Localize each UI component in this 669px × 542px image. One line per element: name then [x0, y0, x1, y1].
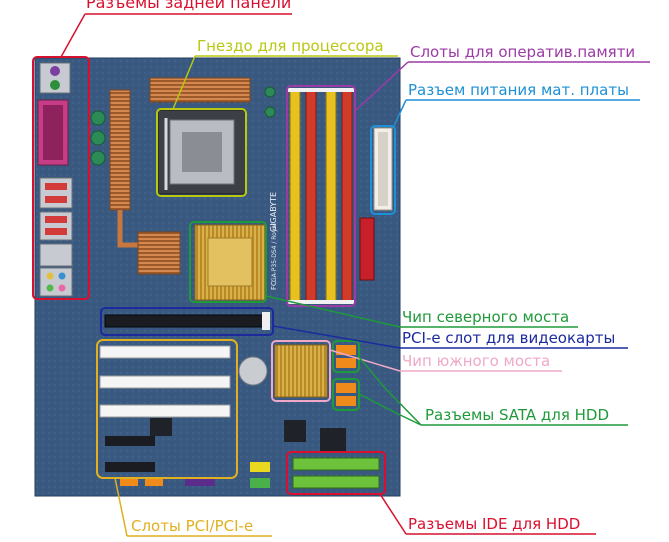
pci-slot: [100, 405, 230, 417]
pcie-x1-slot: [105, 436, 155, 446]
vrm-heatsink-left: [110, 90, 130, 210]
sata-port: [336, 396, 356, 406]
vrm-heatsink-top: [150, 78, 250, 102]
bios-battery: [239, 357, 267, 385]
label-cpu-socket: Гнездо для процессора: [197, 37, 384, 55]
southbridge-heatsink: [275, 345, 327, 397]
pcie-x1-slot: [105, 462, 155, 472]
label-southbridge: Чип южного моста: [402, 352, 550, 370]
nb-cap: [208, 238, 252, 286]
usb-port-3: [45, 216, 67, 223]
ram-slot: [342, 90, 352, 302]
label-pci-slots: Слоты PCI/PCI-e: [131, 517, 253, 535]
usb-port-2: [45, 196, 67, 203]
usb-port-1: [45, 183, 67, 190]
ide-port: [293, 476, 379, 488]
label-northbridge: Чип северного моста: [402, 308, 569, 326]
leader-ide: [380, 494, 406, 534]
label-power: Разъем питания мат. платы: [408, 81, 629, 99]
label-rear-panel: Разъемы задней панели: [86, 0, 291, 12]
ps2-port-b: [50, 80, 60, 90]
chip: [320, 428, 346, 452]
silkscreen: GIGABYTE GA-P35-DS4 / Royal FC: [269, 192, 278, 290]
audio-jack-3: [47, 285, 54, 292]
chip: [150, 418, 172, 436]
atx-power-pins: [378, 132, 388, 206]
socket-pins: [182, 132, 222, 172]
label-sata: Разъемы SATA для HDD: [425, 406, 609, 424]
capacitor: [91, 151, 105, 165]
cpu-socket-area: [158, 110, 246, 194]
parallel-port-inner: [43, 105, 63, 160]
header: [185, 478, 215, 486]
ram-slot: [326, 90, 336, 302]
usb-port-4: [45, 228, 67, 235]
sata-port: [336, 358, 356, 368]
label-pcie-video: PCI-e слот для видеокарты: [402, 329, 615, 347]
leader-rear-panel: [61, 14, 85, 57]
capacitor: [91, 131, 105, 145]
capacitor: [265, 87, 275, 97]
pcie-x16-latch: [262, 312, 270, 330]
ram-slot: [290, 90, 300, 302]
northbridge-heatsink: [195, 225, 265, 300]
pcie-x16-body: [105, 315, 265, 327]
ram-clip: [288, 88, 354, 92]
audio-block: [40, 268, 72, 296]
usb-block-1: [40, 178, 72, 208]
ps2-port-a: [50, 66, 60, 76]
atx-power: [374, 128, 392, 210]
header: [250, 462, 270, 472]
pci-slot: [100, 376, 230, 388]
audio-jack-1: [47, 273, 54, 280]
header: [120, 478, 138, 486]
chip: [284, 420, 306, 442]
label-ram-slots: Слоты для оператив.памяти: [410, 43, 635, 61]
capacitor: [91, 111, 105, 125]
model-silkscreen: GA-P35-DS4 / Royal: [271, 223, 278, 282]
vrm-heatsink-bottom: [138, 232, 180, 274]
header: [250, 478, 270, 488]
header: [145, 478, 163, 486]
ide-port: [293, 458, 379, 470]
sata-port: [336, 345, 356, 355]
sb-fins: [275, 345, 327, 397]
pcie-x16-slot: [105, 312, 270, 330]
ram-slot: [306, 90, 316, 302]
capacitor: [265, 107, 275, 117]
audio-jack-4: [59, 285, 66, 292]
sata-port: [336, 383, 356, 393]
lan-port: [40, 244, 72, 266]
audio-jack-2: [59, 273, 66, 280]
fc-silkscreen: FC: [270, 281, 278, 290]
floppy-connector: [360, 218, 374, 280]
label-ide: Разъемы IDE для HDD: [408, 515, 580, 533]
pci-slot: [100, 346, 230, 358]
